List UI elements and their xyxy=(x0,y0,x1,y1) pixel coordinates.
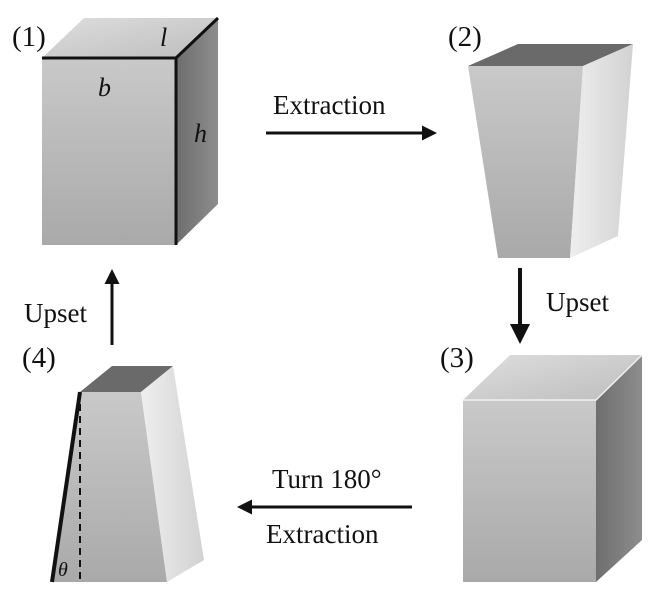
block-1-side-face xyxy=(176,18,218,245)
block-4-inclined-edge xyxy=(50,391,82,583)
block-2-top-face xyxy=(468,44,633,66)
extraction-label-1: Extraction xyxy=(273,90,386,120)
dimension-breadth-label: b xyxy=(98,73,111,102)
block-2 xyxy=(468,44,633,258)
step-1-label: (1) xyxy=(12,21,46,53)
extraction-label-3: Extraction xyxy=(266,519,379,549)
block-4-front-face xyxy=(52,392,167,582)
block-4-side-face xyxy=(141,366,204,582)
block-1-front-face xyxy=(42,58,176,245)
block-3-edge-highlight xyxy=(463,354,643,401)
block-3-top-face xyxy=(463,355,642,400)
step-3-label: (3) xyxy=(440,342,474,374)
block-3 xyxy=(463,354,643,582)
dimension-length-label: l xyxy=(160,23,167,52)
block-2-side-face xyxy=(570,44,633,258)
upset-label-4: Upset xyxy=(24,298,87,328)
block-3-side-face xyxy=(596,355,642,582)
block-1-edge-outline xyxy=(42,16,220,245)
block-4 xyxy=(50,366,204,583)
dimension-height-label: h xyxy=(194,119,207,148)
block-4-top-face xyxy=(80,366,173,392)
block-1-top-face xyxy=(42,18,218,58)
upset-label-2: Upset xyxy=(546,287,609,317)
step-4-label: (4) xyxy=(22,342,56,374)
block-1 xyxy=(42,16,220,245)
block-3-front-face xyxy=(463,400,596,582)
block-2-front-face xyxy=(468,66,583,258)
angle-theta-label: θ xyxy=(58,559,68,581)
step-2-label: (2) xyxy=(448,21,482,53)
turn-label-3: Turn 180° xyxy=(272,464,382,494)
